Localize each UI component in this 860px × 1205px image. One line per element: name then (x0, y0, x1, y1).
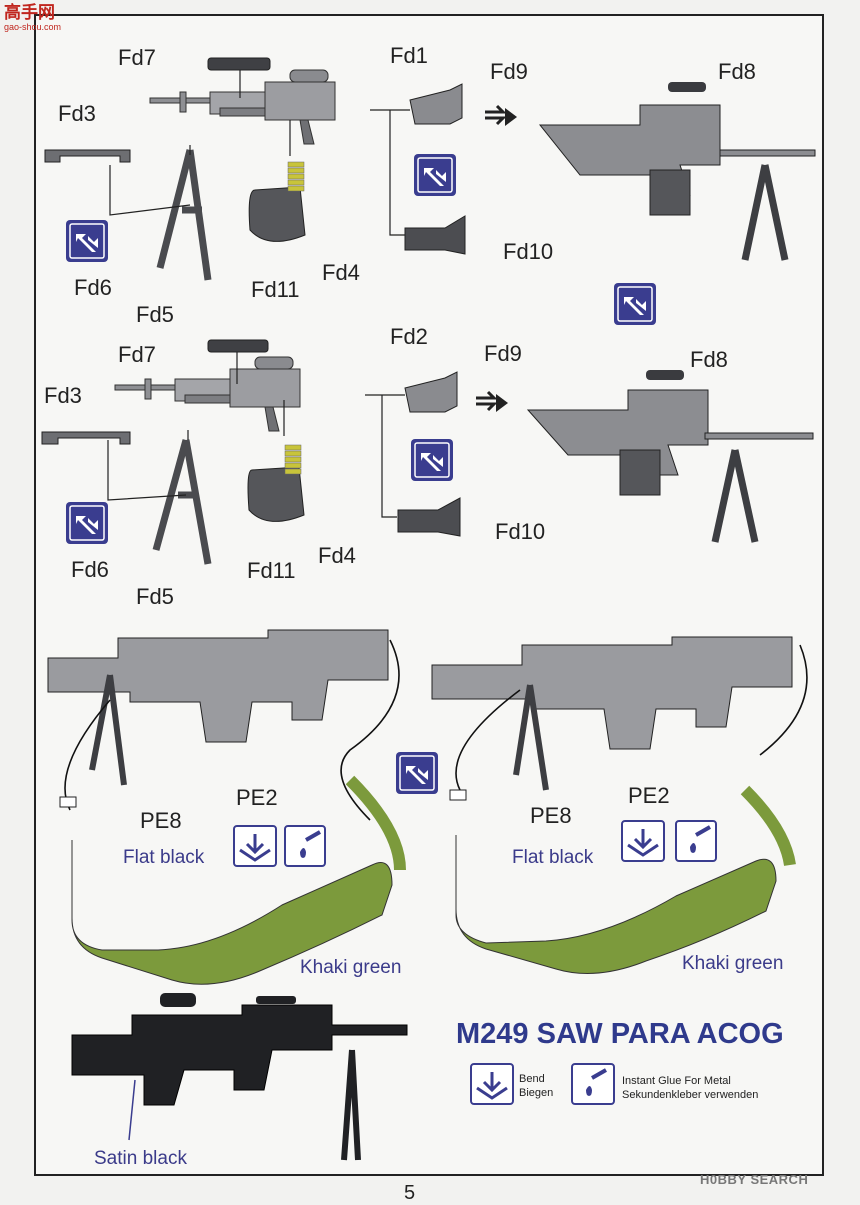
note-khaki-green-left: Khaki green (300, 957, 402, 978)
fd9-stock-2 (404, 371, 458, 413)
legend-glue-text: Instant Glue For Metal Sekundenkleber ve… (622, 1074, 758, 1102)
sling-left (71, 840, 393, 985)
fd11-ammo-box-2 (247, 466, 305, 522)
assembled-gun-2 (526, 389, 709, 476)
legend-bend-text: Bend Biegen (519, 1072, 553, 1100)
label-fd2: Fd2 (390, 324, 428, 349)
rotate-icon-3 (395, 751, 439, 795)
pe8-clip-right (449, 789, 467, 801)
model-title: M249 SAW PARA ACOG (456, 1018, 784, 1050)
label-fd5-1: Fd5 (136, 302, 174, 327)
label-fd4-2: Fd4 (318, 543, 356, 568)
step1-assembly (44, 57, 816, 326)
glue-icon-left (284, 825, 326, 867)
fd10-stock-2 (397, 497, 461, 537)
label-fd7-1: Fd7 (118, 45, 156, 70)
sling-gun-right (431, 636, 793, 750)
label-fd1: Fd1 (390, 43, 428, 68)
legend-bend-icon (470, 1063, 514, 1105)
step3-right (431, 636, 808, 974)
label-fd3-2: Fd3 (44, 383, 82, 408)
label-pe2-right: PE2 (628, 783, 670, 808)
step2-assembly (41, 339, 814, 565)
fd9-stock-1 (409, 83, 463, 125)
legend-bend-de: Biegen (519, 1087, 554, 1099)
glue-icon-right (675, 820, 717, 862)
label-fd10-1: Fd10 (503, 239, 554, 264)
label-fd11-2: Fd11 (247, 558, 296, 583)
fd8-light-1 (668, 82, 706, 92)
label-pe8-right: PE8 (530, 803, 572, 828)
rotate-icon-1b (65, 219, 109, 263)
rotate-icon-1a (413, 153, 457, 197)
label-fd11-1: Fd11 (251, 277, 300, 302)
pe8-clip-left (59, 796, 77, 808)
fd5-bipod-1 (156, 149, 212, 281)
arrow-1 (485, 104, 507, 126)
bend-icon-left (233, 825, 277, 867)
fd5-bipod-2 (152, 439, 212, 565)
rotate-icon-2b (65, 501, 109, 545)
final-painted-gun (71, 993, 408, 1161)
legend-glue-icon (571, 1063, 615, 1105)
fd3-part-1 (44, 149, 131, 163)
fd7-part-1 (207, 57, 271, 71)
legend-glue-en: Instant Glue For Metal (622, 1075, 731, 1087)
label-fd5-2: Fd5 (136, 584, 174, 609)
fd3-part-2 (41, 431, 131, 445)
rotate-icon-1c (613, 282, 657, 326)
label-pe2-left: PE2 (236, 785, 278, 810)
label-fd8-2: Fd8 (690, 347, 728, 372)
fd4-ammo-belt-2 (284, 444, 302, 475)
label-fd8-1: Fd8 (718, 59, 756, 84)
sling-right (455, 835, 777, 974)
watermark: H0BBY SEARCH (700, 1172, 809, 1187)
fd8-light-2 (646, 370, 684, 380)
logo-url: gao-shou.com (4, 22, 62, 32)
label-fd3-1: Fd3 (58, 101, 96, 126)
label-fd6-2: Fd6 (71, 557, 109, 582)
rotate-icon-2a (410, 438, 454, 482)
arrow-2 (476, 390, 498, 412)
label-fd6-1: Fd6 (74, 275, 112, 300)
gun-body-2 (114, 356, 301, 432)
page-number: 5 (404, 1182, 416, 1204)
logo-brand: 高手网 (4, 3, 55, 23)
label-fd4-1: Fd4 (322, 260, 360, 285)
label-fd9-1: Fd9 (490, 59, 528, 84)
step3-left (47, 629, 439, 985)
label-fd10-2: Fd10 (495, 519, 546, 544)
fd11-ammo-box-1 (248, 186, 306, 242)
site-logo: 高手网 gao-shou.com (4, 4, 76, 38)
fd4-ammo-belt-1 (287, 161, 305, 192)
legend-bend-en: Bend (519, 1073, 545, 1085)
label-fd9-2: Fd9 (484, 341, 522, 366)
fd10-stock-1 (404, 215, 466, 255)
legend-glue-de: Sekundenkleber verwenden (622, 1089, 759, 1101)
assembled-gun-1 (538, 104, 721, 196)
fd7-part-2 (207, 339, 269, 353)
note-flat-black-right: Flat black (512, 847, 594, 868)
bend-icon-right (621, 820, 665, 862)
sling-gun-left (47, 629, 389, 743)
label-pe8-left: PE8 (140, 808, 182, 833)
note-flat-black-left: Flat black (123, 847, 205, 868)
note-khaki-green-right: Khaki green (682, 953, 784, 974)
note-satin-black: Satin black (94, 1148, 187, 1169)
label-fd7-2: Fd7 (118, 342, 156, 367)
gun-body-1 (149, 69, 336, 145)
